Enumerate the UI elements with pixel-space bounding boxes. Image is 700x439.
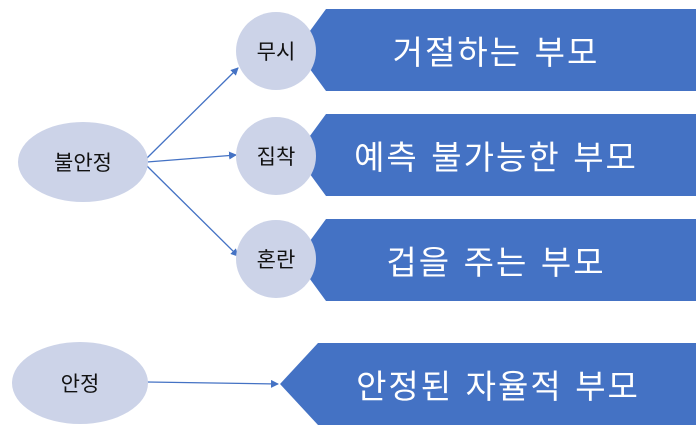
- arrow-unstable-to-attach: [146, 151, 237, 163]
- banner-frightening-label: 겁을 주는 부모: [386, 243, 606, 282]
- arrow-unstable-to-ignore: [146, 67, 239, 159]
- node-attach: 집착: [236, 117, 316, 195]
- banner-secure: 안정된 자율적 부모: [280, 343, 696, 425]
- banner-rejecting-label: 거절하는 부모: [392, 33, 600, 72]
- node-stable-label: 안정: [60, 372, 100, 396]
- node-ignore: 무시: [236, 12, 316, 90]
- banner-secure-label: 안정된 자율적 부모: [356, 367, 640, 406]
- banner-rejecting: 거절하는 부모: [296, 9, 696, 91]
- arrow-stable-to-secure: [146, 379, 279, 388]
- node-attach-label: 집착: [256, 145, 296, 169]
- arrow-unstable-to-confuse: [146, 165, 239, 257]
- node-confuse: 혼란: [236, 220, 316, 298]
- node-unstable-label: 불안정: [54, 151, 112, 175]
- banner-unpredictable-label: 예측 불가능한 부모: [354, 138, 638, 177]
- node-ignore-label: 무시: [256, 40, 296, 64]
- banner-unpredictable: 예측 불가능한 부모: [296, 114, 696, 196]
- node-unstable: 불안정: [18, 122, 148, 202]
- node-stable: 안정: [12, 342, 148, 424]
- node-confuse-label: 혼란: [256, 248, 296, 272]
- banner-frightening: 겁을 주는 부모: [296, 219, 696, 301]
